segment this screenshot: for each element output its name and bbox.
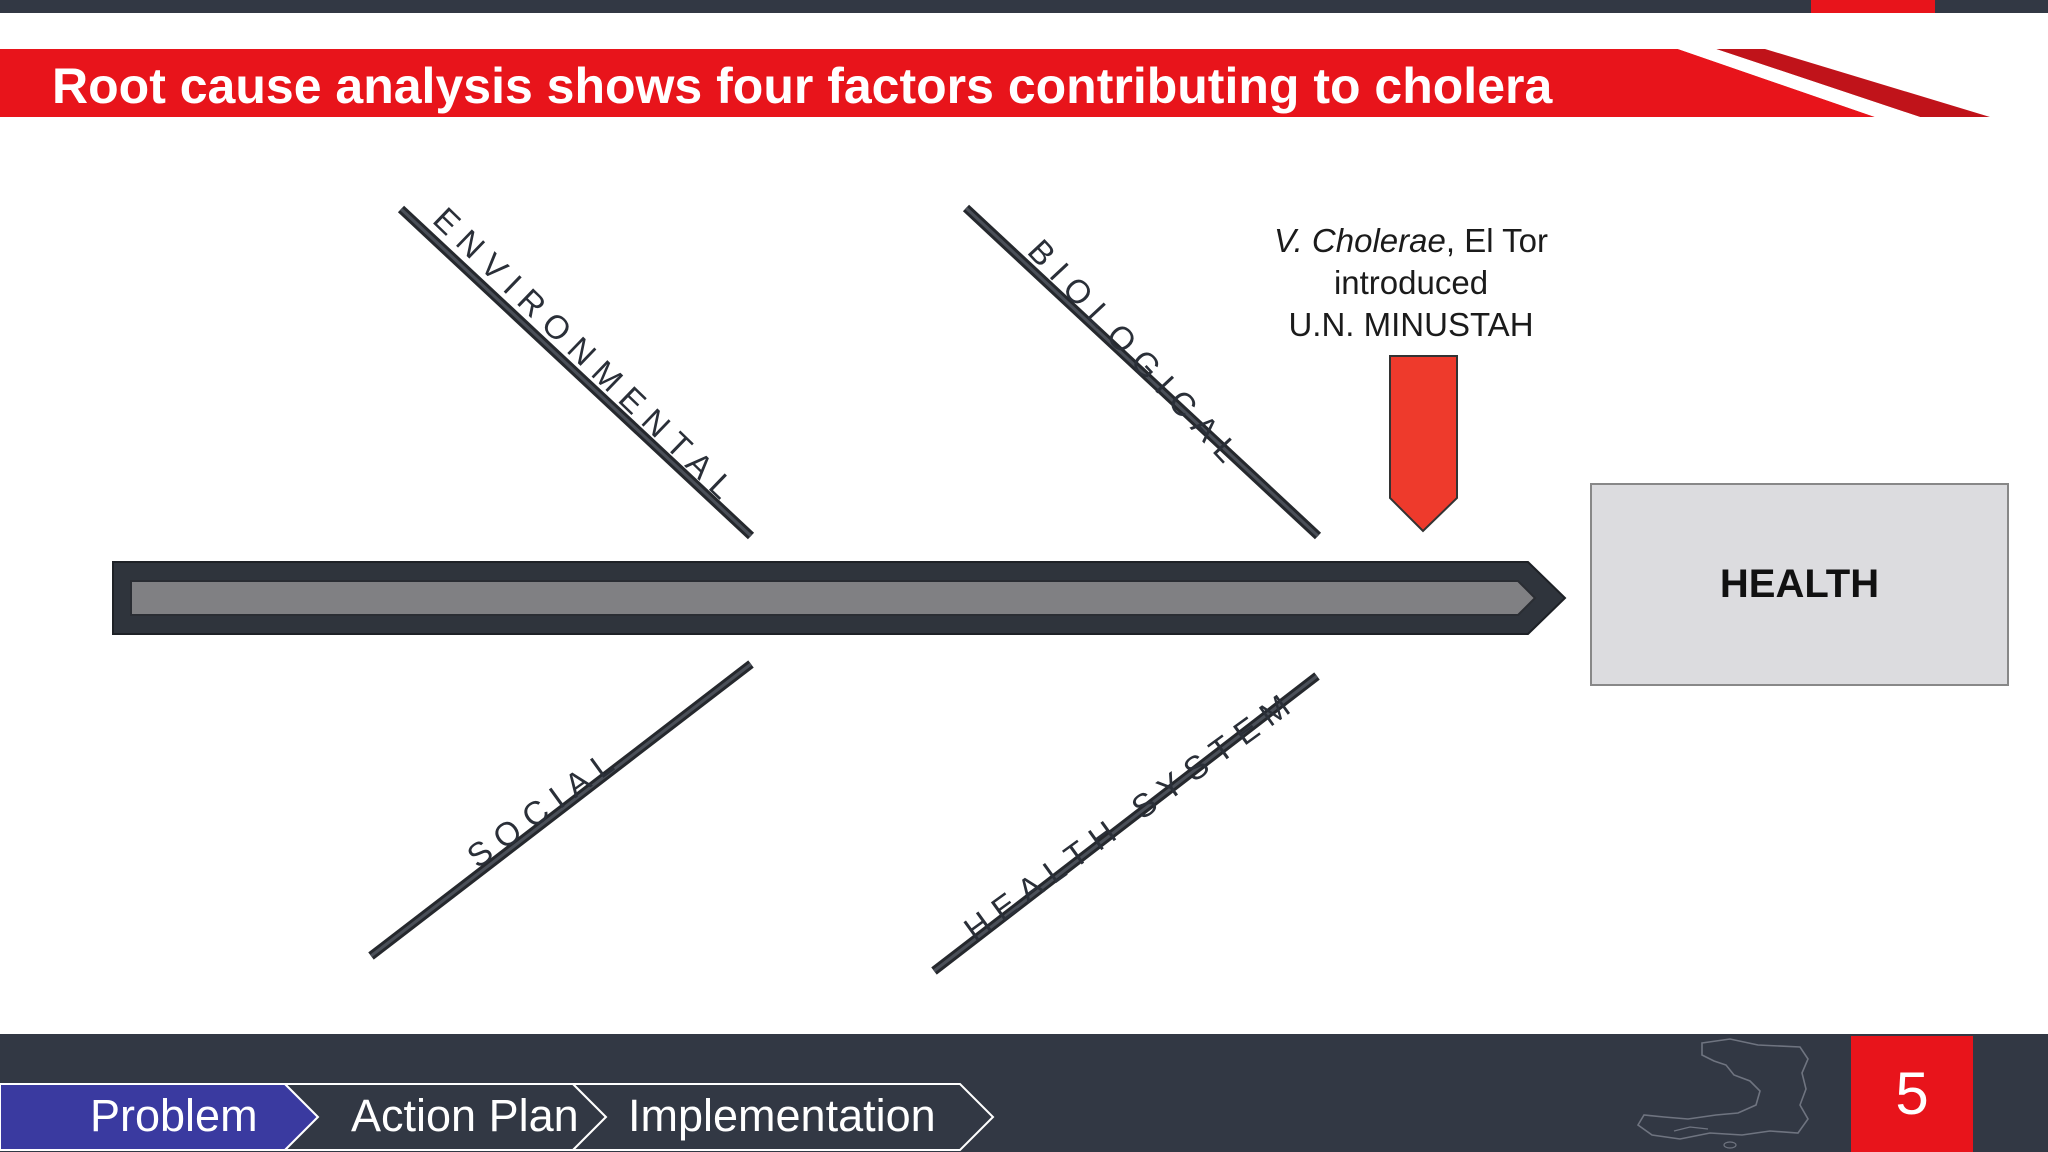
annotation-line-3: U.N. MINUSTAH	[1288, 306, 1534, 343]
annotation-text: V. Cholerae, El Tor introduced U.N. MINU…	[1231, 220, 1591, 346]
effect-box: HEALTH	[1590, 483, 2009, 686]
nav-step-problem[interactable]: Problem	[90, 1090, 258, 1141]
haiti-map-icon	[1636, 1038, 1809, 1149]
intervention-arrow	[1389, 355, 1458, 533]
effect-label: HEALTH	[1719, 562, 1880, 606]
slide-title: Root cause analysis shows four factors c…	[52, 58, 1553, 114]
organism-strain: , El Tor	[1445, 222, 1548, 259]
nav-step-implementation[interactable]: Implementation	[628, 1090, 936, 1141]
nav-chevron-implementation[interactable]	[570, 1083, 995, 1151]
top-bar	[0, 0, 2048, 13]
footer-nav	[0, 1083, 995, 1151]
organism-name: V. Cholerae	[1274, 222, 1446, 259]
annotation-line-2: introduced	[1333, 264, 1489, 301]
title-banner	[0, 49, 1990, 117]
annotation-line-1: V. Cholerae, El Tor	[1231, 220, 1591, 262]
nav-step-action-plan[interactable]: Action Plan	[351, 1090, 579, 1141]
page-number-box: 5	[1851, 1036, 1973, 1152]
diagonal-bones-highlight	[370, 206, 1320, 973]
fishbone-spine-inner	[130, 580, 1537, 616]
page-number: 5	[1895, 1060, 1929, 1127]
top-bar-accent	[1811, 0, 1935, 13]
